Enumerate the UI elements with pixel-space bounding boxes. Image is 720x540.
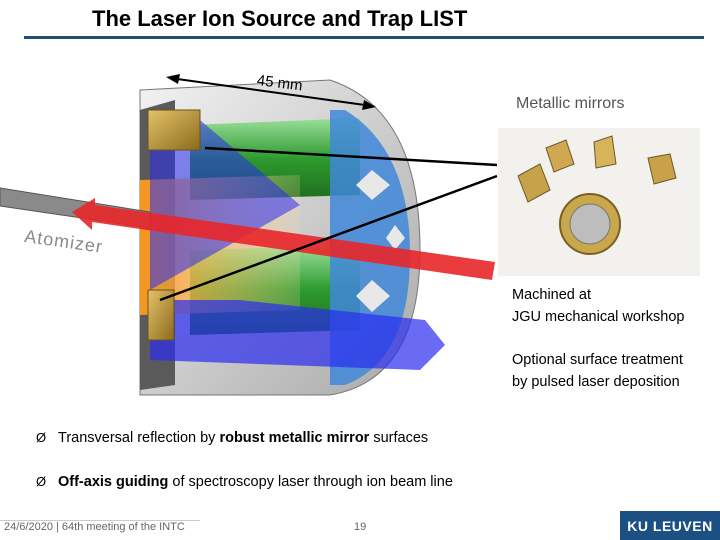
footer-meeting-info: 24/6/2020 | 64th meeting of the INTC <box>4 521 185 533</box>
mirror-top <box>147 109 201 151</box>
mirror-pointer-line <box>159 174 498 302</box>
bullet-emphasis: Off-axis guiding <box>58 474 169 490</box>
surface-treatment-line1: Optional surface treatment <box>512 352 683 368</box>
mirror-bottom <box>147 289 175 341</box>
mirrors-photo <box>498 128 700 276</box>
mirror-piece <box>517 163 551 203</box>
machined-text-line1: Machined at <box>512 287 591 303</box>
laser-beam <box>72 198 495 280</box>
end-plate-slot <box>386 225 405 250</box>
bullet-text: of spectroscopy laser through ion beam l… <box>168 474 453 490</box>
slide-title: The Laser Ion Source and Trap LIST <box>92 6 468 31</box>
bullet-arrow-icon: Ø <box>36 430 47 445</box>
bullet-item: Ø Off-axis guiding of spectroscopy laser … <box>36 474 453 490</box>
mirror-piece <box>593 135 617 169</box>
machined-text-line2: JGU mechanical workshop <box>512 309 685 325</box>
bullet-text: surfaces <box>369 430 429 446</box>
bullet-text: Transversal reflection by <box>58 430 220 446</box>
reflected-beam-upper <box>150 120 300 290</box>
mirror-pointer-line <box>204 146 498 167</box>
title-underline <box>24 36 704 39</box>
ku-leuven-logo: KU LEUVEN <box>620 511 720 540</box>
reflected-beam-lower <box>150 300 445 370</box>
dimension-arrow <box>169 77 373 107</box>
bullet-arrow-icon: Ø <box>36 474 47 489</box>
bullet-item: Ø Transversal reflection by robust metall… <box>36 430 428 446</box>
metallic-mirrors-label: Metallic mirrors <box>516 95 625 112</box>
dimension-arrowhead <box>166 74 180 84</box>
page-number: 19 <box>354 521 367 533</box>
footer-divider <box>0 520 200 521</box>
dimension-arrowhead <box>362 100 376 110</box>
mirror-piece <box>647 153 677 185</box>
end-plate-slot <box>356 170 390 200</box>
list-device-illustration <box>0 74 498 396</box>
surface-treatment-line2: by pulsed laser deposition <box>512 374 680 390</box>
mirror-piece <box>545 139 575 173</box>
end-plate-slot <box>356 280 390 312</box>
bullet-emphasis: robust metallic mirror <box>219 430 370 446</box>
